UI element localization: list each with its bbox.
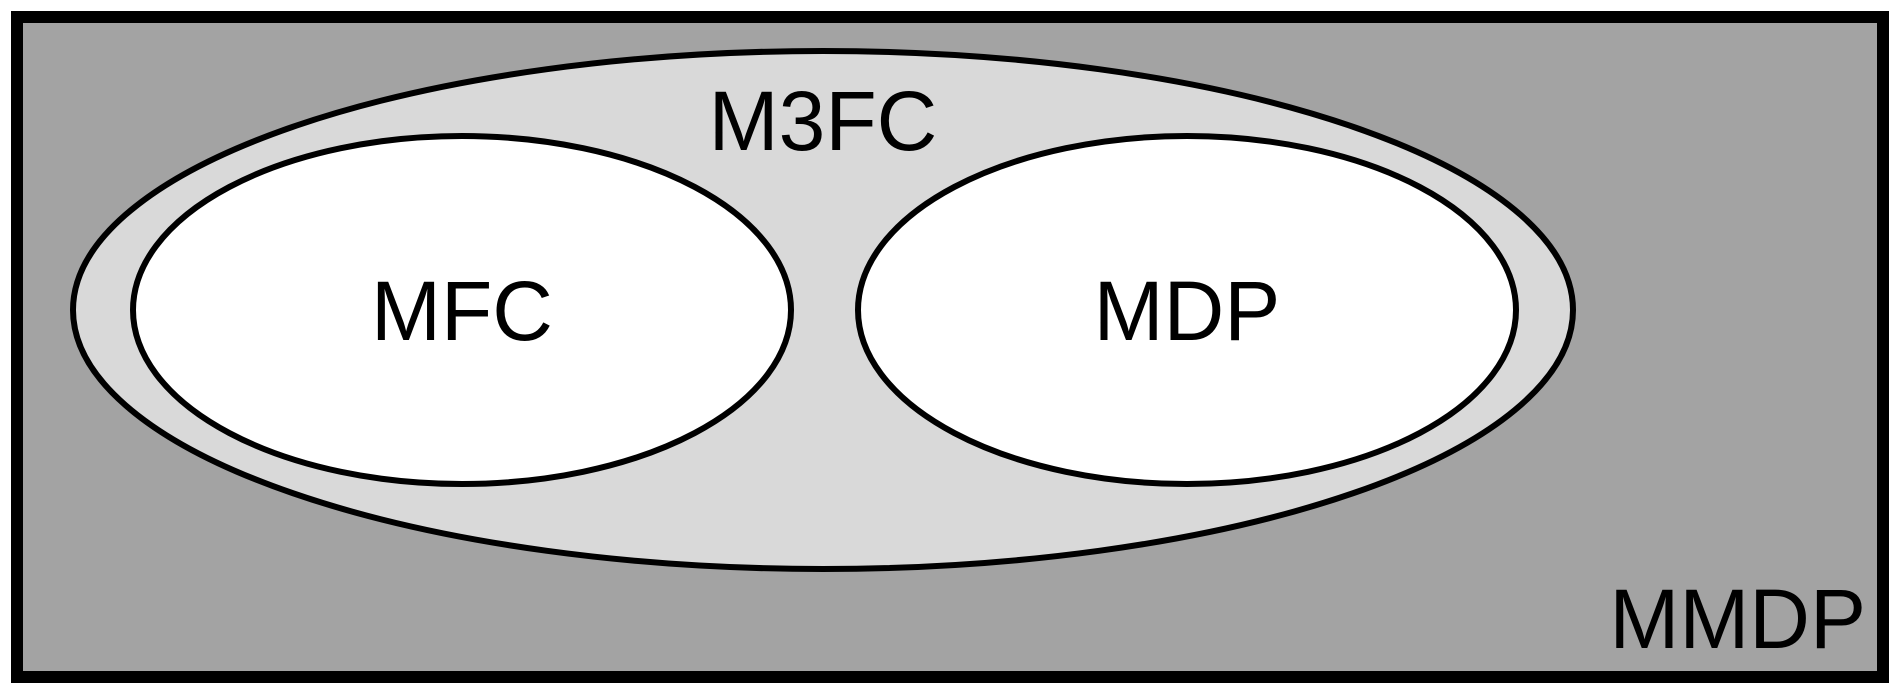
mdp-label: MDP (1094, 264, 1281, 358)
m3fc-label: M3FC (709, 74, 938, 168)
mmdp-label: MMDP (1609, 572, 1866, 666)
mfc-label: MFC (371, 264, 553, 358)
mdp-region (855, 133, 1519, 487)
mfc-region (130, 133, 794, 487)
